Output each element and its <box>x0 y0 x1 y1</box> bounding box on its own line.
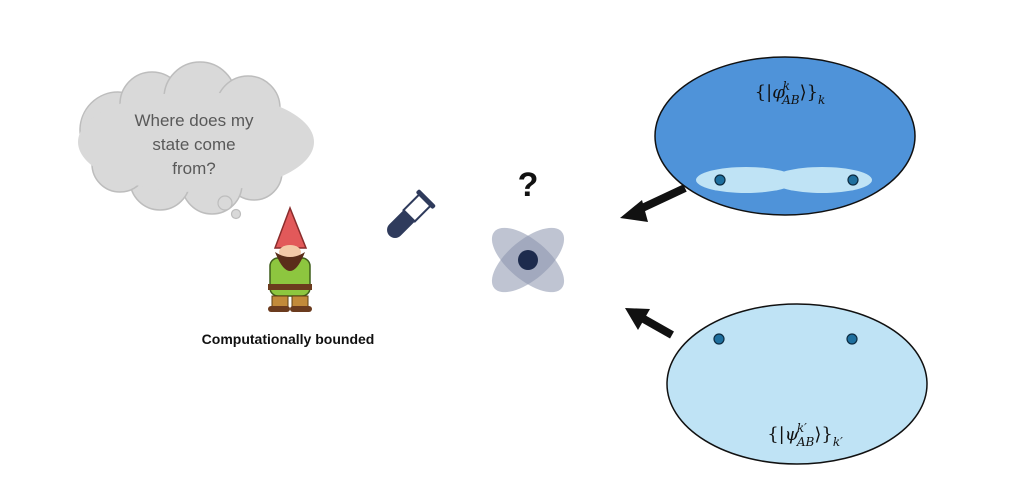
test-tube-icon <box>387 189 436 238</box>
bottom-ensemble-label: {|ψk′AB⟩}k′ <box>767 421 843 449</box>
question-mark: ? <box>518 166 539 204</box>
atom-icon <box>491 227 565 293</box>
bubble-tail-dot-1 <box>217 195 233 211</box>
gnome-icon <box>268 205 312 312</box>
bubble-line-2: state come <box>152 135 235 154</box>
bubble-line-3: from? <box>172 159 215 178</box>
gnome-caption: Computationally bounded <box>202 331 375 347</box>
thought-bubble: Where does my state come from? <box>78 61 314 220</box>
arrow-from-top <box>620 184 687 222</box>
bubble-line-1: Where does my <box>134 111 254 130</box>
bubble-tail-dot-2 <box>230 208 242 220</box>
arrow-from-bottom <box>625 308 674 339</box>
bottom-ensemble: {|ψk′AB⟩}k′ <box>666 303 928 465</box>
